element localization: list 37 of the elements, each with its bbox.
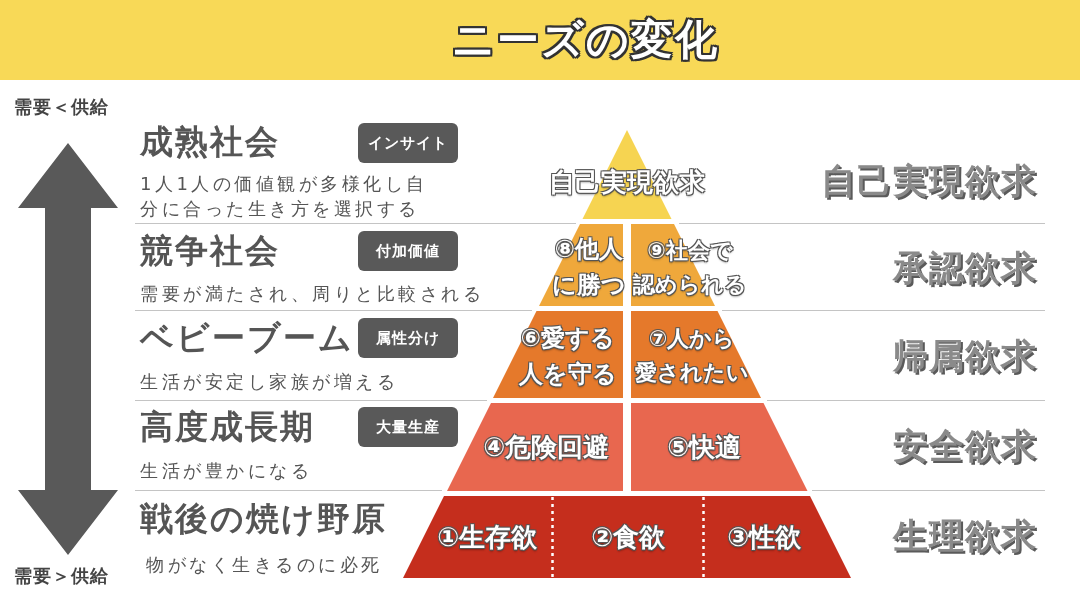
need-label: 自己実現欲求 xyxy=(821,163,1037,199)
category-tag: 大量生産 xyxy=(358,407,458,447)
need-label: 生理欲求 xyxy=(893,518,1037,554)
era-heading: ベビーブーム xyxy=(140,321,354,354)
segment-label: ③性欲 xyxy=(727,521,801,554)
category-tag: 属性分け xyxy=(358,318,458,358)
segment-label: ⑥愛する人を守る xyxy=(518,323,618,390)
era-description: 生活が安定し家族が増える xyxy=(140,370,398,394)
era-description: 需要が満たされ、周りと比較される xyxy=(140,282,484,306)
title: ニーズの変化 xyxy=(451,19,719,61)
pyramid-segment xyxy=(703,496,851,578)
pyramid-segment xyxy=(493,311,623,398)
pyramid-segment xyxy=(631,403,808,491)
segment-label: ②食欲 xyxy=(591,521,665,554)
pyramid-segment xyxy=(446,403,623,491)
pyramid-segment xyxy=(403,496,552,578)
category-tag: 付加価値 xyxy=(358,231,458,271)
pyramid-segment xyxy=(552,496,703,578)
era-description: 1人1人の価値観が多様化し自分に合った生き方を選択する xyxy=(140,172,429,221)
era-description: 生活が豊かになる xyxy=(140,459,312,483)
need-label: 安全欲求 xyxy=(893,428,1037,464)
pyramid-segment xyxy=(631,311,761,398)
segment-label: 自己実現欲求 xyxy=(549,166,705,200)
need-label: 承認欲求 xyxy=(893,250,1037,286)
era-heading: 戦後の焼け野原 xyxy=(140,502,387,535)
need-label: 帰属欲求 xyxy=(893,338,1037,374)
axis-label: 需要＞供給 xyxy=(14,567,109,585)
category-tag: インサイト xyxy=(358,123,458,163)
era-heading: 成熟社会 xyxy=(140,125,280,158)
era-heading: 競争社会 xyxy=(140,234,280,267)
axis-label: 需要＜供給 xyxy=(14,98,109,116)
segment-label: ①生存欲 xyxy=(437,521,537,554)
era-heading: 高度成長期 xyxy=(140,410,315,443)
segment-label: ⑤快適 xyxy=(667,431,741,464)
segment-label: ④危険回避 xyxy=(483,431,609,464)
era-description: 物がなく生きるのに必死 xyxy=(146,553,383,577)
segment-label: ⑦人から愛されたい xyxy=(634,325,750,387)
